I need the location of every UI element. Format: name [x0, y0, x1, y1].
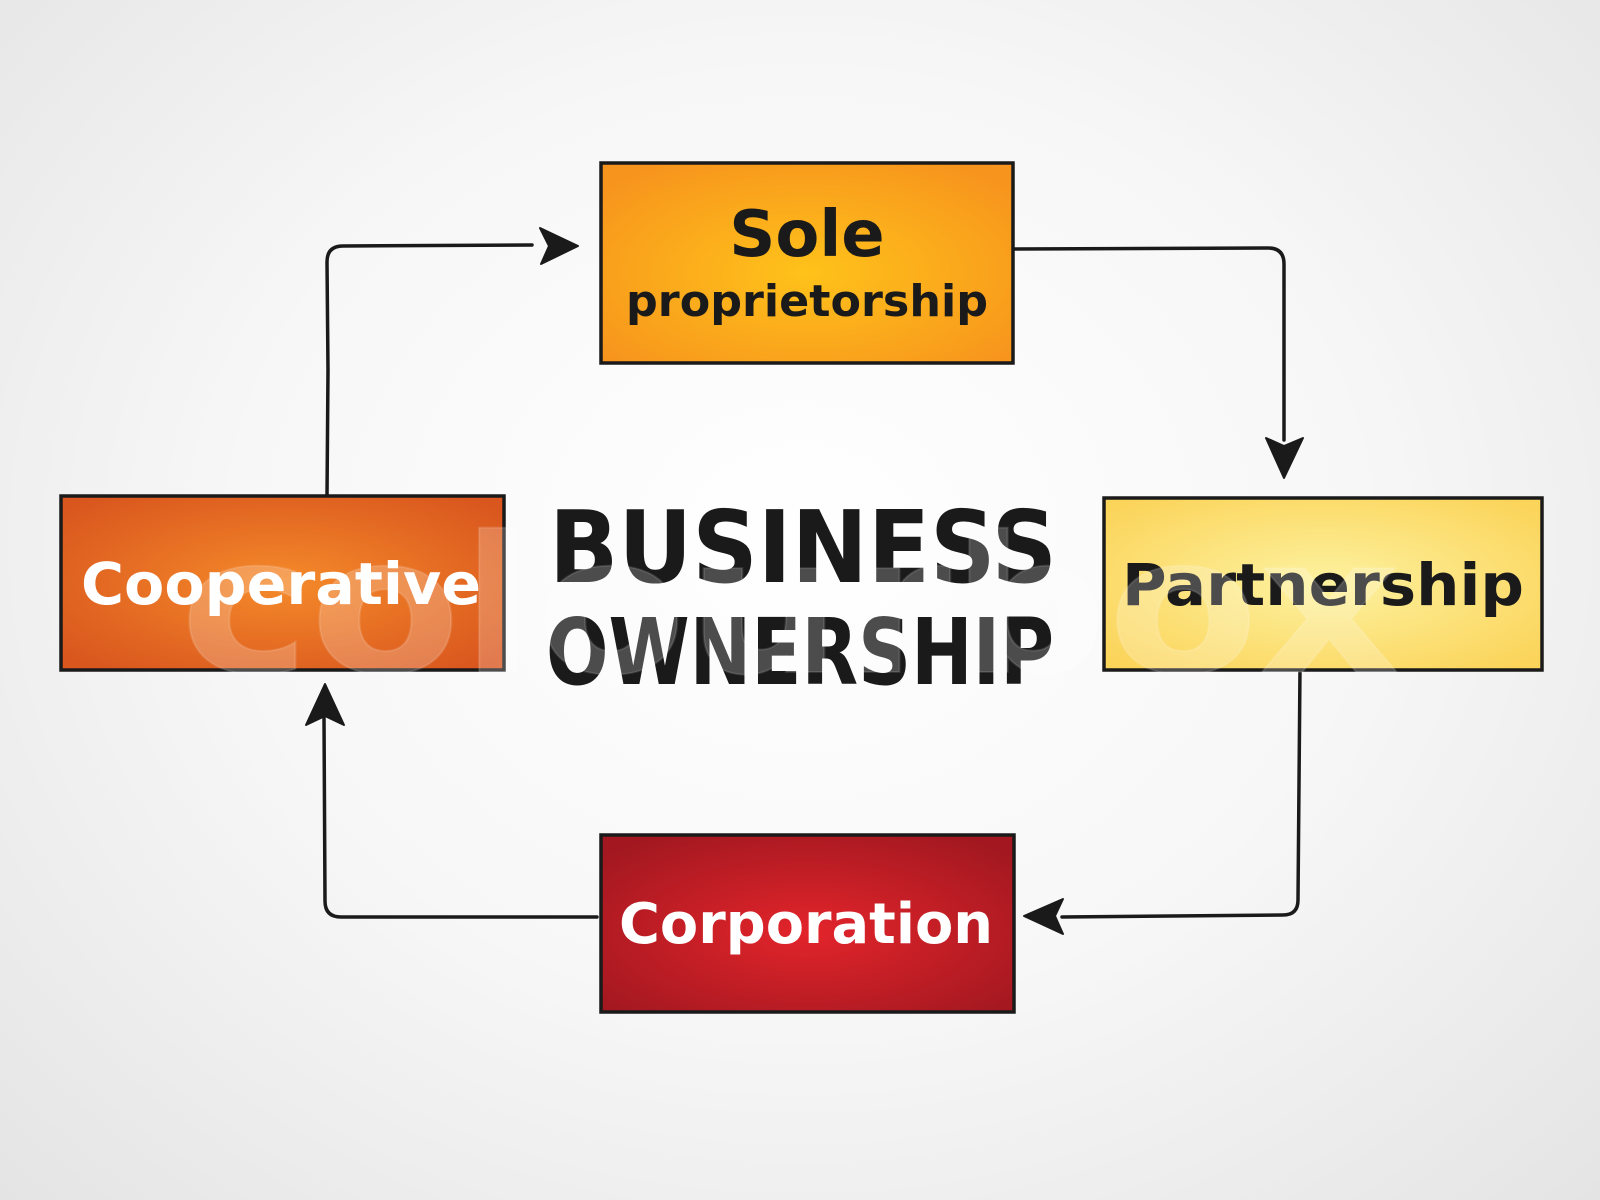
node-cooperative-box [59, 494, 506, 672]
node-corporation-label: Corporation [619, 892, 993, 957]
node-partnership-box [1102, 496, 1544, 672]
center-title-line2: OWNERSHIP [546, 599, 1054, 706]
node-partnership: Partnership [1102, 496, 1544, 672]
arrowheads [305, 227, 1304, 935]
center-title: BUSINESS OWNERSHIP [546, 489, 1057, 706]
arrow-up-icon [305, 683, 345, 726]
node-sole-proprietorship: Sole proprietorship [599, 161, 1015, 365]
node-corporation-box [599, 833, 1016, 1014]
center-title-line1: BUSINESS [549, 489, 1057, 606]
arrow-left-icon [1023, 898, 1064, 935]
node-sole-label-line1: Sole [729, 198, 884, 272]
connector-sole-to-partnership [1012, 246, 1286, 442]
connector-cooperative-to-sole [325, 243, 534, 498]
connectors [322, 243, 1302, 919]
connector-partnership-to-corporation [1060, 666, 1302, 919]
node-sole-box [599, 161, 1015, 365]
node-sole-label-line2: proprietorship [626, 276, 988, 327]
node-cooperative: Cooperative [59, 494, 506, 672]
arrow-down-icon [1265, 437, 1304, 479]
node-partnership-label: Partnership [1122, 551, 1524, 619]
watermark: colourbox [180, 496, 1400, 717]
node-cooperative-label: Cooperative [81, 550, 481, 618]
connector-corporation-to-cooperative [322, 715, 599, 919]
arrow-right-icon [539, 227, 579, 265]
node-corporation: Corporation [599, 833, 1016, 1014]
